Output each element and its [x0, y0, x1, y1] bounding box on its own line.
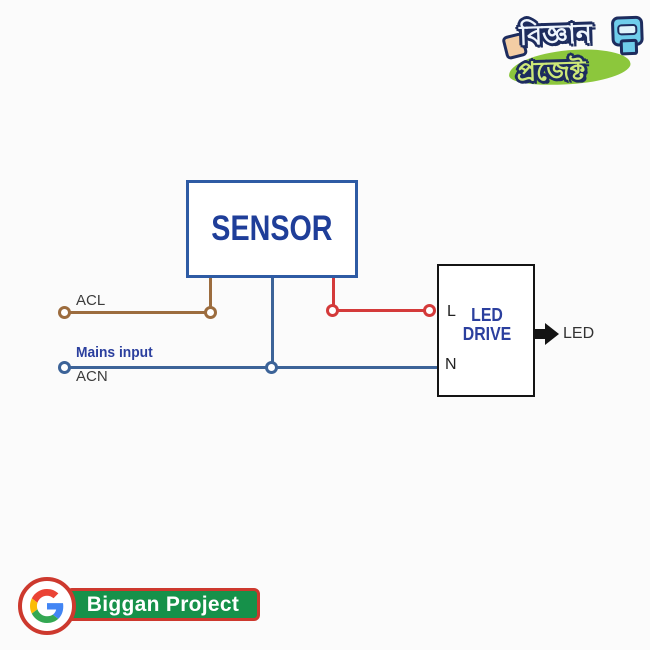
acl-label: ACL	[76, 292, 106, 309]
sensor-box: SENSOR	[186, 180, 358, 278]
google-g-logo	[18, 577, 76, 635]
robot-icon	[610, 15, 644, 47]
led-drive-label-line2: DRIVE	[462, 324, 512, 344]
output-arrow-bar	[534, 329, 546, 339]
switched-live-wire-vertical	[332, 278, 335, 307]
sensor-output-junction-circle	[326, 304, 339, 317]
led-output-label: LED	[563, 325, 595, 342]
footer-banner: Biggan Project	[66, 588, 260, 621]
acn-terminal-circle	[58, 361, 71, 374]
led-driver-box	[437, 264, 535, 397]
switched-live-wire-horizontal	[333, 309, 435, 312]
biggan-project-logo: বিজ্ঞান প্রজেক্ট	[498, 3, 650, 98]
n-terminal-label: N	[445, 356, 457, 373]
acl-junction-circle	[204, 306, 217, 319]
led-drive-label-line1: LED	[471, 305, 503, 325]
led-drive-label: LED DRIVE	[452, 306, 522, 344]
google-g-icon	[30, 589, 64, 623]
sensor-label: SENSOR	[211, 209, 333, 248]
output-arrow-icon	[545, 323, 559, 345]
mains-input-label: Mains input	[76, 344, 153, 361]
acn-label: ACN	[76, 368, 108, 385]
acn-junction-circle	[265, 361, 278, 374]
acl-live-wire-vertical	[209, 278, 212, 309]
footer-banner-text: Biggan Project	[86, 592, 240, 616]
l-terminal-label: L	[447, 303, 456, 320]
acl-terminal-circle	[58, 306, 71, 319]
acn-neutral-wire-horizontal	[65, 366, 437, 369]
acl-live-wire-horizontal	[65, 311, 211, 314]
driver-input-terminal-circle	[423, 304, 436, 317]
acn-neutral-wire-vertical	[271, 278, 274, 368]
logo-text-line2: প্রজেক্ট	[516, 54, 586, 88]
